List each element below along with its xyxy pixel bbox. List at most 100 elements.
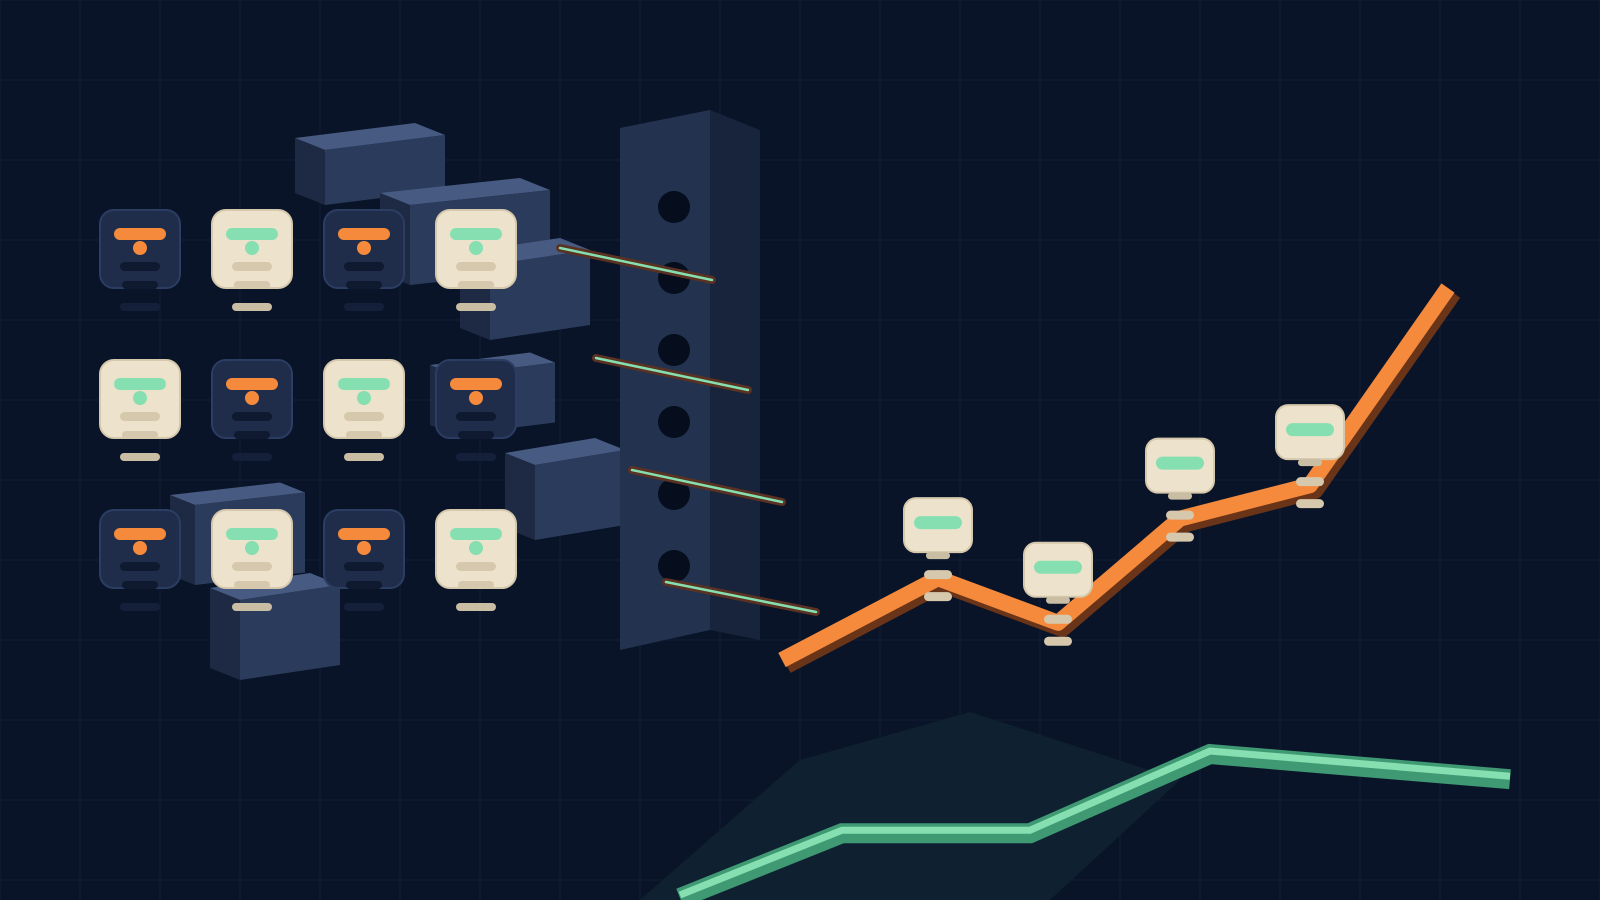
- marker-bar: [1156, 456, 1204, 470]
- card-dot: [469, 541, 483, 555]
- primary-chart: [778, 283, 1461, 673]
- robot-card-icon: [99, 509, 181, 611]
- block-top: [295, 123, 445, 150]
- column-hole: [658, 334, 690, 366]
- marker-ring: [1296, 477, 1324, 487]
- card-base: [456, 453, 496, 461]
- marker-bar: [1034, 560, 1082, 574]
- connector-cables: [556, 244, 820, 616]
- iso-block: [295, 123, 445, 205]
- lightbulb-card-icon: [435, 509, 517, 611]
- cable-inner: [558, 246, 714, 282]
- card-stem: [346, 281, 382, 289]
- card-line: [120, 412, 160, 421]
- card-base: [232, 453, 272, 461]
- marker-bar: [1286, 423, 1334, 437]
- robot-card-icon: [323, 209, 405, 311]
- lightbulb-card-icon: [435, 209, 517, 311]
- cable: [592, 354, 752, 394]
- marker-foot: [1296, 499, 1324, 509]
- card-base: [344, 603, 384, 611]
- card-line: [344, 262, 384, 271]
- card-stem: [346, 581, 382, 589]
- primary-line: [778, 283, 1455, 668]
- card-bar: [338, 228, 390, 240]
- card-dot: [245, 391, 259, 405]
- card-stem: [122, 581, 158, 589]
- card-base: [344, 303, 384, 311]
- server-column: [620, 110, 760, 650]
- card-line: [344, 412, 384, 421]
- lightbulb-card-icon: [323, 359, 405, 461]
- card-base: [456, 303, 496, 311]
- card-dot: [469, 241, 483, 255]
- card-bar: [226, 378, 278, 390]
- column-hole: [658, 478, 690, 510]
- column-side: [710, 110, 760, 640]
- node-marker-icon: [1023, 541, 1093, 646]
- cable: [628, 466, 786, 506]
- block-top: [380, 178, 550, 205]
- card-bar: [226, 228, 278, 240]
- card-dot: [245, 541, 259, 555]
- card-stem: [346, 431, 382, 439]
- iso-block: [210, 573, 340, 680]
- marker-ring: [1166, 510, 1194, 520]
- cable: [662, 578, 820, 616]
- card-bar: [338, 378, 390, 390]
- marker-foot: [924, 592, 952, 602]
- card-stem: [234, 431, 270, 439]
- node-marker-icon: [903, 497, 973, 602]
- card-base: [456, 603, 496, 611]
- block-side: [295, 138, 325, 205]
- iso-block: [505, 438, 625, 540]
- marker-bar: [914, 516, 962, 530]
- card-bar: [338, 528, 390, 540]
- block-top: [505, 438, 625, 465]
- card-stem: [122, 281, 158, 289]
- card-base: [120, 603, 160, 611]
- card-line: [232, 412, 272, 421]
- card-bar: [114, 378, 166, 390]
- column-hole: [658, 550, 690, 582]
- marker-stem: [1046, 596, 1070, 604]
- secondary-chart: [640, 712, 1511, 900]
- card-stem: [234, 581, 270, 589]
- marker-stem: [926, 552, 950, 560]
- cable-inner: [630, 468, 784, 504]
- card-stem: [458, 281, 494, 289]
- card-dot: [245, 241, 259, 255]
- marker-stem: [1298, 459, 1322, 467]
- lightbulb-card-icon: [99, 359, 181, 461]
- secondary-line-highlight: [678, 747, 1511, 899]
- card-bar: [114, 228, 166, 240]
- cable-inner: [664, 580, 818, 614]
- robot-card-icon: [211, 359, 293, 461]
- card-bar: [450, 228, 502, 240]
- card-stem: [458, 581, 494, 589]
- lightbulb-card-icon: [211, 209, 293, 311]
- card-dot: [357, 541, 371, 555]
- card-line: [120, 562, 160, 571]
- marker-ring: [924, 570, 952, 580]
- card-base: [344, 453, 384, 461]
- card-base: [120, 303, 160, 311]
- card-base: [232, 303, 272, 311]
- marker-stem: [1168, 492, 1192, 500]
- card-bar: [114, 528, 166, 540]
- card-line: [456, 412, 496, 421]
- lightbulb-card-icon: [211, 509, 293, 611]
- marker-foot: [1166, 532, 1194, 542]
- card-dot: [133, 541, 147, 555]
- card-line: [232, 562, 272, 571]
- card-dot: [133, 391, 147, 405]
- column-front: [620, 110, 710, 650]
- column-hole: [658, 191, 690, 223]
- card-dot: [469, 391, 483, 405]
- block-top: [170, 482, 305, 505]
- block-side: [210, 588, 240, 680]
- card-line: [344, 562, 384, 571]
- block-front: [535, 450, 625, 540]
- marker-ring: [1044, 614, 1072, 624]
